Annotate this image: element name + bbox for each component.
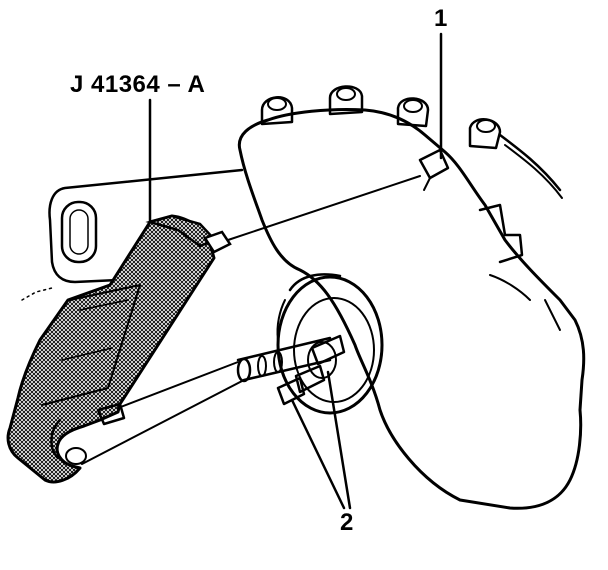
callout-2: 2 [290,370,353,536]
callout-tool: J 41364 – A [70,71,205,224]
assembly-lines [81,175,421,465]
shaft-boss [276,273,384,415]
tool-number-label: J 41364 – A [70,71,205,98]
alignment-tool [6,214,232,484]
transmission-case [48,85,586,510]
selector-shaft [236,336,332,406]
callout-number-2: 2 [340,509,353,536]
case-bolt-bosses [260,85,502,150]
callout-number-1: 1 [434,5,447,32]
callout-1: 1 [434,5,447,160]
